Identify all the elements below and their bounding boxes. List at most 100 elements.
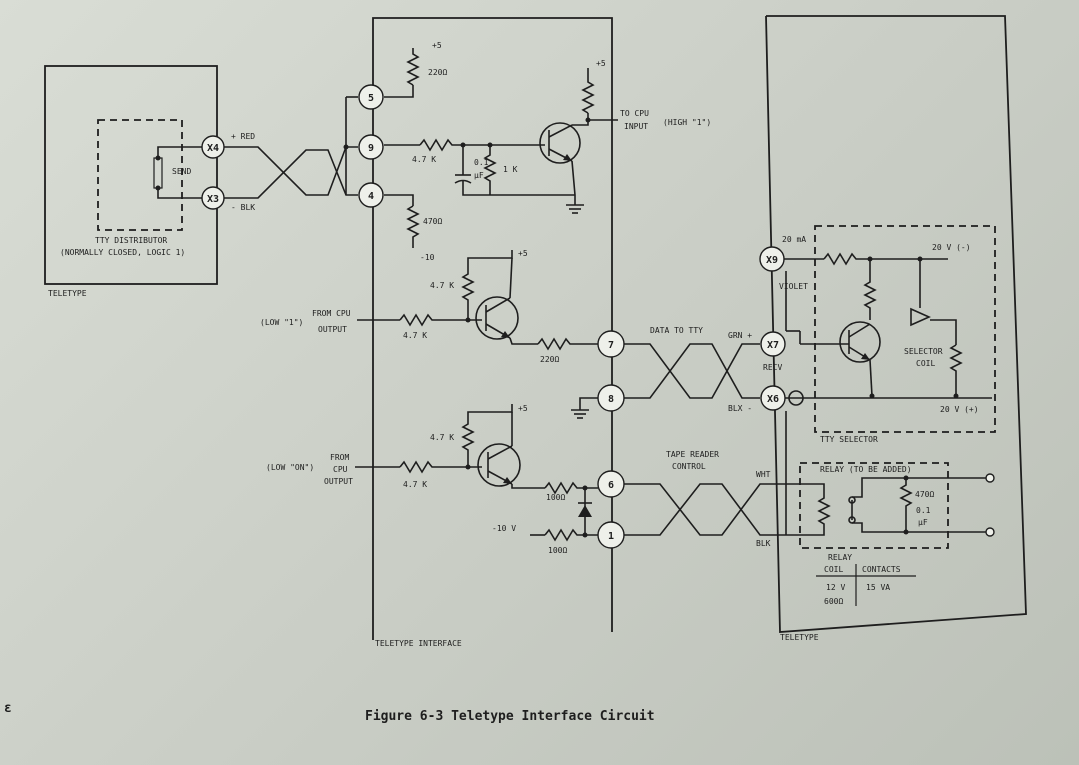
p5-d: +5 bbox=[518, 404, 528, 413]
teletype-left-label: TELETYPE bbox=[48, 289, 87, 298]
data-to-tty-label: DATA TO TTY bbox=[650, 326, 703, 335]
pair2-wire-a bbox=[624, 343, 760, 399]
transistor-q3 bbox=[477, 443, 521, 487]
svg-text:X3: X3 bbox=[207, 194, 219, 205]
terminal-x7: X7 bbox=[760, 331, 786, 357]
terminal-8: 8 bbox=[597, 384, 625, 412]
low-on-label: (LOW "ON") bbox=[266, 463, 314, 472]
relay-label: RELAY (TO BE ADDED) bbox=[820, 465, 912, 474]
tape-control-label: CONTROL bbox=[672, 462, 706, 471]
svg-text:X7: X7 bbox=[767, 340, 779, 351]
r-sel-base bbox=[863, 259, 877, 320]
to-cpu-label: TO CPU bbox=[620, 109, 649, 118]
terminal-9: 9 bbox=[358, 134, 384, 160]
grn-label: GRN + bbox=[728, 331, 752, 340]
node-9 bbox=[343, 144, 349, 150]
amplifier-icon bbox=[910, 307, 931, 327]
terminal-7: 7 bbox=[597, 330, 625, 358]
svg-text:X6: X6 bbox=[767, 394, 779, 405]
ma20-label: 20 mA bbox=[782, 235, 806, 244]
terminal-5: 5 bbox=[358, 84, 384, 110]
r100-b bbox=[544, 528, 598, 542]
send-label: SEND bbox=[172, 167, 191, 176]
selector-coil bbox=[949, 344, 963, 396]
ground-icon-2 bbox=[571, 409, 589, 419]
r470-relay bbox=[899, 478, 913, 532]
relay-table-title: RELAY bbox=[828, 553, 852, 562]
recv-label: RECV bbox=[763, 363, 782, 372]
violet-label: VIOLET bbox=[779, 282, 808, 291]
cpu-label: CPU bbox=[333, 465, 348, 474]
q3-emitter bbox=[511, 484, 545, 489]
teletype-right-label: TELETYPE bbox=[780, 633, 819, 642]
c01-unit-label: μF bbox=[474, 171, 484, 180]
figure-caption: Figure 6-3 Teletype Interface Circuit bbox=[365, 709, 655, 724]
svg-text:9: 9 bbox=[368, 143, 374, 154]
svg-text:7: 7 bbox=[608, 340, 614, 351]
m10v-label: -10 V bbox=[492, 524, 516, 533]
diode-icon bbox=[578, 502, 592, 517]
send-wire-top bbox=[157, 146, 210, 158]
pair1-wire-b bbox=[224, 149, 358, 199]
t8-wire bbox=[579, 397, 598, 410]
q1-collector bbox=[572, 113, 589, 126]
r220-q2 bbox=[537, 337, 598, 351]
r1k-label: 1 K bbox=[503, 165, 518, 174]
distributor-label-2: (NORMALLY CLOSED, LOGIC 1) bbox=[60, 248, 185, 257]
cap-plate-2 bbox=[454, 179, 472, 184]
pair1-wire-a bbox=[224, 146, 358, 196]
tape-reader-label: TAPE READER bbox=[666, 450, 719, 459]
selector-label: SELECTOR bbox=[904, 347, 943, 356]
relay-terminal-2 bbox=[985, 527, 995, 537]
switch-node-top bbox=[155, 155, 161, 161]
terminal-1: 1 bbox=[597, 521, 625, 549]
switch-node-bottom bbox=[155, 185, 161, 191]
r100-a bbox=[544, 481, 598, 495]
r47k-in bbox=[419, 138, 545, 152]
pair3-wire-b bbox=[624, 483, 800, 536]
v20-pos-label: 20 V (+) bbox=[940, 405, 979, 414]
p5-a: +5 bbox=[432, 41, 442, 50]
from-cpu-label: FROM CPU bbox=[312, 309, 351, 318]
q4-emitter bbox=[869, 359, 873, 397]
coil-label: COIL bbox=[916, 359, 935, 368]
relay-out-top bbox=[852, 477, 990, 498]
r-sel-top bbox=[823, 252, 948, 266]
q2-collector bbox=[509, 257, 513, 299]
m10-label: -10 bbox=[420, 253, 435, 262]
relay-table-contacts: CONTACTS bbox=[862, 565, 901, 574]
c01-relay-label: 0.1 bbox=[916, 506, 931, 515]
r47k-in-label: 4.7 K bbox=[412, 155, 436, 164]
svg-text:4: 4 bbox=[368, 191, 374, 202]
low1-label: (LOW "1") bbox=[260, 318, 303, 327]
r220-top bbox=[406, 48, 420, 86]
t5-wire bbox=[384, 85, 414, 98]
ground-icon bbox=[566, 204, 584, 214]
r47k-q3b-label: 4.7 K bbox=[430, 433, 454, 442]
tty-selector-box bbox=[814, 225, 996, 433]
svg-text:6: 6 bbox=[608, 480, 614, 491]
r100-a-label: 100Ω bbox=[546, 493, 565, 502]
r47k-q3b bbox=[461, 404, 513, 467]
r100-b-label: 100Ω bbox=[548, 546, 567, 555]
interface-box bbox=[372, 17, 613, 640]
wht-label: WHT bbox=[756, 470, 771, 479]
transistor-q4 bbox=[839, 321, 881, 363]
to-cpu-input-label: INPUT bbox=[624, 122, 648, 131]
pair2-wire-b bbox=[624, 343, 760, 399]
relay-box bbox=[799, 462, 949, 549]
q1-emitter bbox=[571, 160, 576, 205]
page-mark: ε bbox=[4, 701, 12, 716]
coil-top bbox=[930, 319, 957, 345]
terminal-x6: X6 bbox=[760, 385, 786, 411]
svg-text:X9: X9 bbox=[766, 255, 778, 266]
blx-label: BLX - bbox=[728, 404, 752, 413]
r220-top-label: 220Ω bbox=[428, 68, 447, 77]
relay-table-coil-v: 12 V bbox=[826, 583, 845, 592]
pair3-wire-a bbox=[624, 483, 800, 536]
t4-wire bbox=[384, 194, 414, 206]
terminal-x4: X4 bbox=[201, 135, 225, 159]
terminal-4: 4 bbox=[358, 182, 384, 208]
